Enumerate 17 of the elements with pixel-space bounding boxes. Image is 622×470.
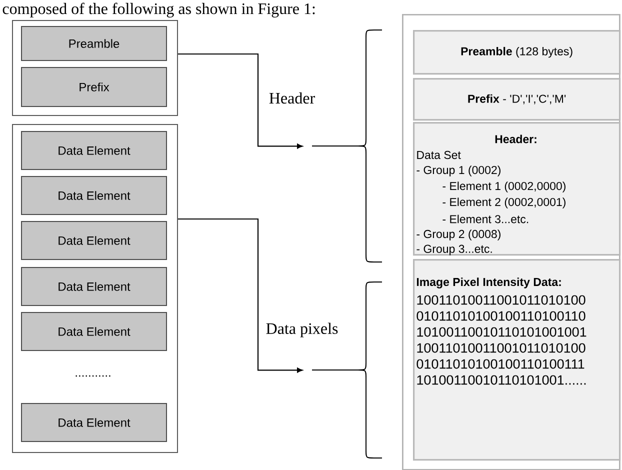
element-box: Preamble bbox=[21, 26, 167, 61]
element-box: Data Element bbox=[21, 267, 167, 306]
arrow bbox=[178, 218, 303, 373]
element-box: Data Element bbox=[21, 403, 167, 442]
element-box: Data Element bbox=[21, 176, 167, 215]
edge-label: Header bbox=[268, 91, 316, 105]
element-box: Data Element bbox=[21, 221, 167, 260]
element-box: Data Element bbox=[21, 312, 167, 351]
section-box: Image Pixel Intensity Data: 10011010011001011010100 01011010100100110100110 10100110010110101001001 10011010011001011010100 01011010100100110100111 10100110010110101001...... bbox=[413, 259, 621, 461]
caption-text: composed of the following as shown in Figure 1: bbox=[2, 2, 315, 18]
element-box: Data Element bbox=[21, 131, 167, 170]
section-box: Prefix - 'D','I','C','M' bbox=[413, 78, 621, 121]
section-box: Preamble (128 bytes) bbox=[413, 30, 621, 75]
arrow bbox=[178, 53, 303, 149]
element-box: Prefix bbox=[21, 67, 167, 107]
edge-label: Data pixels bbox=[264, 322, 340, 338]
ellipsis: ........... bbox=[76, 375, 110, 377]
